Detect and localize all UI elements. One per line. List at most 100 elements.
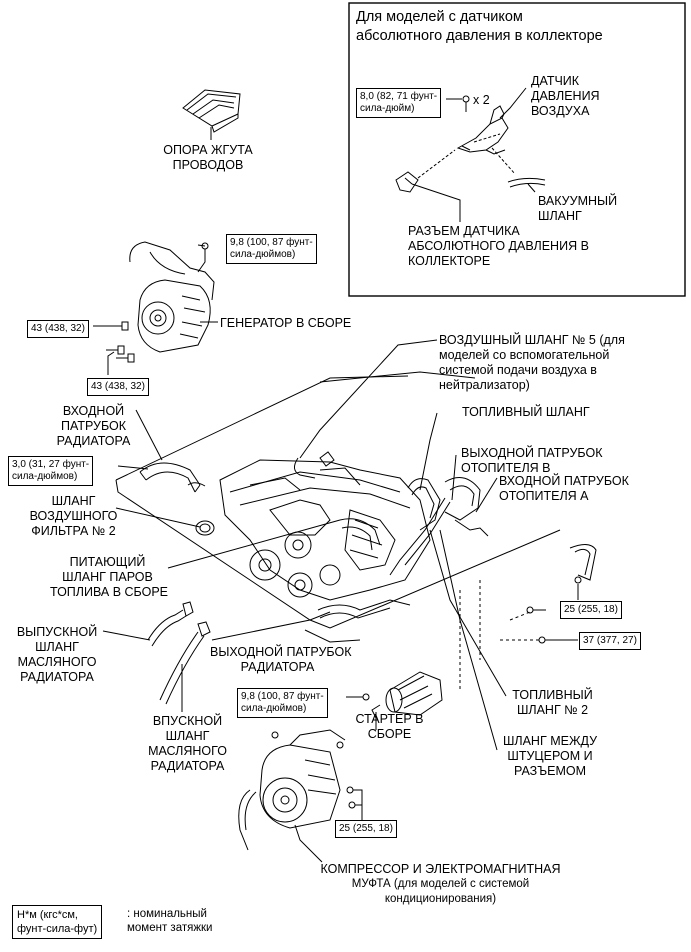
label-heater-inlet-l1: ВХОДНОЙ ПАТРУБОК bbox=[499, 474, 629, 488]
engine-drawing bbox=[219, 459, 431, 601]
label-map-connector-l1: РАЗЪЕМ ДАТЧИКА bbox=[408, 224, 520, 238]
label-vapor-hose-l3: ТОПЛИВА В СБОРЕ bbox=[50, 585, 168, 599]
radiator-outlet-hose-drawing bbox=[317, 599, 411, 619]
label-heater-outlet: ВЫХОДНОЙ ПАТРУБОК ОТОПИТЕЛЯ В bbox=[461, 446, 603, 476]
torque-98-top-l1: 9,8 (100, 87 фунт- bbox=[230, 237, 313, 248]
label-harness-support: ОПОРА ЖГУТА ПРОВОДОВ bbox=[158, 143, 258, 173]
label-union-hose-l1: ШЛАНГ МЕЖДУ bbox=[502, 734, 598, 748]
air-filter-hose-drawing bbox=[187, 482, 215, 536]
label-harness-support-l2: ПРОВОДОВ bbox=[172, 158, 244, 172]
torque-30-l1: 3,0 (31, 27 фунт- bbox=[12, 459, 90, 470]
torque-box-43-a: 43 (438, 32) bbox=[27, 320, 89, 338]
label-fuel-hose2-l1: ТОПЛИВНЫЙ bbox=[512, 688, 593, 702]
torque-box-25-right: 25 (255, 18) bbox=[560, 601, 622, 619]
label-air-filter-hose: ШЛАНГ ВОЗДУШНОГО ФИЛЬТРА № 2 bbox=[26, 494, 121, 539]
label-vacuum-hose: ВАКУУМНЫЙ ШЛАНГ bbox=[538, 194, 617, 224]
label-vacuum-hose-l2: ШЛАНГ bbox=[538, 209, 582, 223]
label-generator: ГЕНЕРАТОР В СБОРЕ bbox=[220, 316, 352, 330]
legend-box-l1: Н*м (кгс*см, bbox=[17, 909, 78, 921]
label-harness-support-l1: ОПОРА ЖГУТА bbox=[163, 143, 253, 157]
inset-frame bbox=[348, 2, 686, 297]
label-union-hose: ШЛАНГ МЕЖДУ ШТУЦЕРОМ И РАЗЪЕМОМ bbox=[500, 734, 600, 779]
label-compressor: КОМПРЕССОР И ЭЛЕКТРОМАГНИТНАЯ МУФТА (для… bbox=[318, 862, 563, 907]
legend-box-l2: фунт-сила-фут) bbox=[17, 923, 98, 935]
label-starter-l2: СБОРЕ bbox=[367, 727, 412, 741]
label-starter: СТАРТЕР В СБОРЕ bbox=[347, 712, 432, 742]
compressor-drawing bbox=[238, 729, 356, 851]
label-map-sensor-l1: ДАТЧИК bbox=[531, 74, 580, 88]
torque-box-98-top: 9,8 (100, 87 фунт- сила-дюймов) bbox=[226, 234, 317, 264]
label-oil-cooler-outlet-l3: МАСЛЯНОГО bbox=[17, 655, 97, 669]
label-fuel-hose: ТОПЛИВНЫЙ ШЛАНГ bbox=[462, 405, 590, 419]
label-vapor-hose: ПИТАЮЩИЙ ШЛАНГ ПАРОВ ТОПЛИВА В СБОРЕ bbox=[50, 555, 168, 600]
label-compressor-l3: кондиционирования) bbox=[384, 893, 497, 905]
generator-bolts bbox=[106, 321, 135, 363]
label-starter-l1: СТАРТЕР В bbox=[355, 712, 424, 726]
torque-box-43-b: 43 (438, 32) bbox=[87, 378, 149, 396]
radiator-inlet-hose-drawing bbox=[139, 462, 201, 493]
label-heater-inlet-l2: ОТОПИТЕЛЯ А bbox=[499, 489, 589, 503]
label-map-connector: РАЗЪЕМ ДАТЧИКА АБСОЛЮТНОГО ДАВЛЕНИЯ В КО… bbox=[408, 224, 589, 269]
label-radiator-inlet: ВХОДНОЙ ПАТРУБОК РАДИАТОРА bbox=[46, 404, 141, 449]
label-air-hose5-l3: системой подачи воздуха в bbox=[439, 363, 597, 377]
label-map-sensor-l2: ДАВЛЕНИЯ bbox=[531, 89, 600, 103]
heater-hoses-drawing bbox=[389, 477, 489, 576]
label-radiator-outlet: ВЫХОДНОЙ ПАТРУБОК РАДИАТОРА bbox=[210, 645, 352, 675]
torque-98-top-l2: сила-дюймов) bbox=[230, 249, 296, 260]
air-hose5-drawing bbox=[294, 451, 335, 479]
label-vapor-hose-l1: ПИТАЮЩИЙ bbox=[69, 555, 146, 569]
starter-drawing bbox=[362, 671, 443, 719]
label-air-filter-hose-l2: ВОЗДУШНОГО bbox=[29, 509, 118, 523]
label-air-hose5: ВОЗДУШНЫЙ ШЛАНГ № 5 (для моделей со вспо… bbox=[439, 333, 625, 393]
label-vacuum-hose-l1: ВАКУУМНЫЙ bbox=[538, 194, 618, 208]
label-oil-cooler-outlet: ВЫПУСКНОЙ ШЛАНГ МАСЛЯНОГО РАДИАТОРА bbox=[12, 625, 102, 685]
torque-box-30: 3,0 (31, 27 фунт- сила-дюймов) bbox=[8, 456, 94, 486]
oil-cooler-inlet-hose-drawing bbox=[159, 621, 211, 705]
label-oil-cooler-outlet-l1: ВЫПУСКНОЙ bbox=[16, 625, 98, 639]
vapor-hose-drawing bbox=[339, 518, 381, 551]
inset-title-line2: абсолютного давления в коллекторе bbox=[356, 28, 603, 44]
label-air-hose5-l4: нейтрализатор) bbox=[439, 378, 530, 392]
harness-support-drawing bbox=[182, 89, 241, 140]
vacuum-hose-drawing bbox=[491, 147, 546, 188]
label-oil-cooler-outlet-l2: ШЛАНГ bbox=[35, 640, 79, 654]
label-compressor-l1: КОМПРЕССОР И ЭЛЕКТРОМАГНИТНАЯ bbox=[320, 862, 561, 876]
torque-box-37: 37 (377, 27) bbox=[579, 632, 641, 650]
label-heater-outlet-l1: ВЫХОДНОЙ ПАТРУБОК bbox=[461, 446, 603, 460]
bolt-multiplier: x 2 bbox=[473, 93, 490, 107]
generator-drawing bbox=[129, 241, 215, 353]
torque-box-25-bottom: 25 (255, 18) bbox=[335, 820, 397, 838]
label-union-hose-l3: РАЗЪЕМОМ bbox=[513, 764, 587, 778]
legend-text-l2: момент затяжки bbox=[127, 922, 213, 934]
label-union-hose-l2: ШТУЦЕРОМ И bbox=[507, 749, 593, 763]
label-air-hose5-l2: моделей со вспомогательной bbox=[439, 348, 610, 362]
label-fuel-hose2-l2: ШЛАНГ № 2 bbox=[516, 703, 589, 717]
label-oil-cooler-inlet-l4: РАДИАТОРА bbox=[150, 759, 225, 773]
label-oil-cooler-inlet-l3: МАСЛЯНОГО bbox=[148, 744, 227, 758]
label-oil-cooler-inlet: ВПУСКНОЙ ШЛАНГ МАСЛЯНОГО РАДИАТОРА bbox=[140, 714, 235, 774]
torque-box-98-bottom: 9,8 (100, 87 фунт- сила-дюймов) bbox=[237, 688, 328, 718]
label-map-sensor-l3: ВОЗДУХА bbox=[531, 104, 590, 118]
label-map-connector-l2: АБСОЛЮТНОГО ДАВЛЕНИЯ В bbox=[408, 239, 589, 253]
label-air-hose5-l1: ВОЗДУШНЫЙ ШЛАНГ № 5 (для bbox=[439, 333, 625, 347]
label-map-sensor: ДАТЧИК ДАВЛЕНИЯ ВОЗДУХА bbox=[531, 74, 600, 119]
label-map-connector-l3: КОЛЛЕКТОРЕ bbox=[408, 254, 491, 268]
label-heater-outlet-l2: ОТОПИТЕЛЯ В bbox=[461, 461, 551, 475]
legend-text-l1: : номинальный bbox=[127, 908, 207, 920]
torque-inset-line2: сила-дюйм) bbox=[360, 103, 415, 114]
inset-title-line1: Для моделей с датчиком bbox=[356, 9, 523, 25]
torque-box-inset: 8,0 (82, 71 фунт- сила-дюйм) bbox=[356, 88, 442, 118]
label-air-filter-hose-l3: ФИЛЬТРА № 2 bbox=[31, 524, 116, 538]
label-fuel-hose2: ТОПЛИВНЫЙ ШЛАНГ № 2 bbox=[505, 688, 600, 718]
legend-text: : номинальный момент затяжки bbox=[127, 907, 212, 935]
label-heater-inlet: ВХОДНОЙ ПАТРУБОК ОТОПИТЕЛЯ А bbox=[499, 474, 629, 504]
torque-inset-line1: 8,0 (82, 71 фунт- bbox=[360, 91, 438, 102]
label-radiator-inlet-l2: ПАТРУБОК bbox=[60, 419, 127, 433]
legend-box: Н*м (кгс*см, фунт-сила-фут) bbox=[12, 905, 103, 939]
label-oil-cooler-inlet-l1: ВПУСКНОЙ bbox=[152, 714, 223, 728]
label-radiator-outlet-l1: ВЫХОДНОЙ ПАТРУБОК bbox=[210, 645, 352, 659]
oil-cooler-outlet-hose-drawing bbox=[147, 601, 194, 647]
label-oil-cooler-outlet-l4: РАДИАТОРА bbox=[20, 670, 94, 684]
